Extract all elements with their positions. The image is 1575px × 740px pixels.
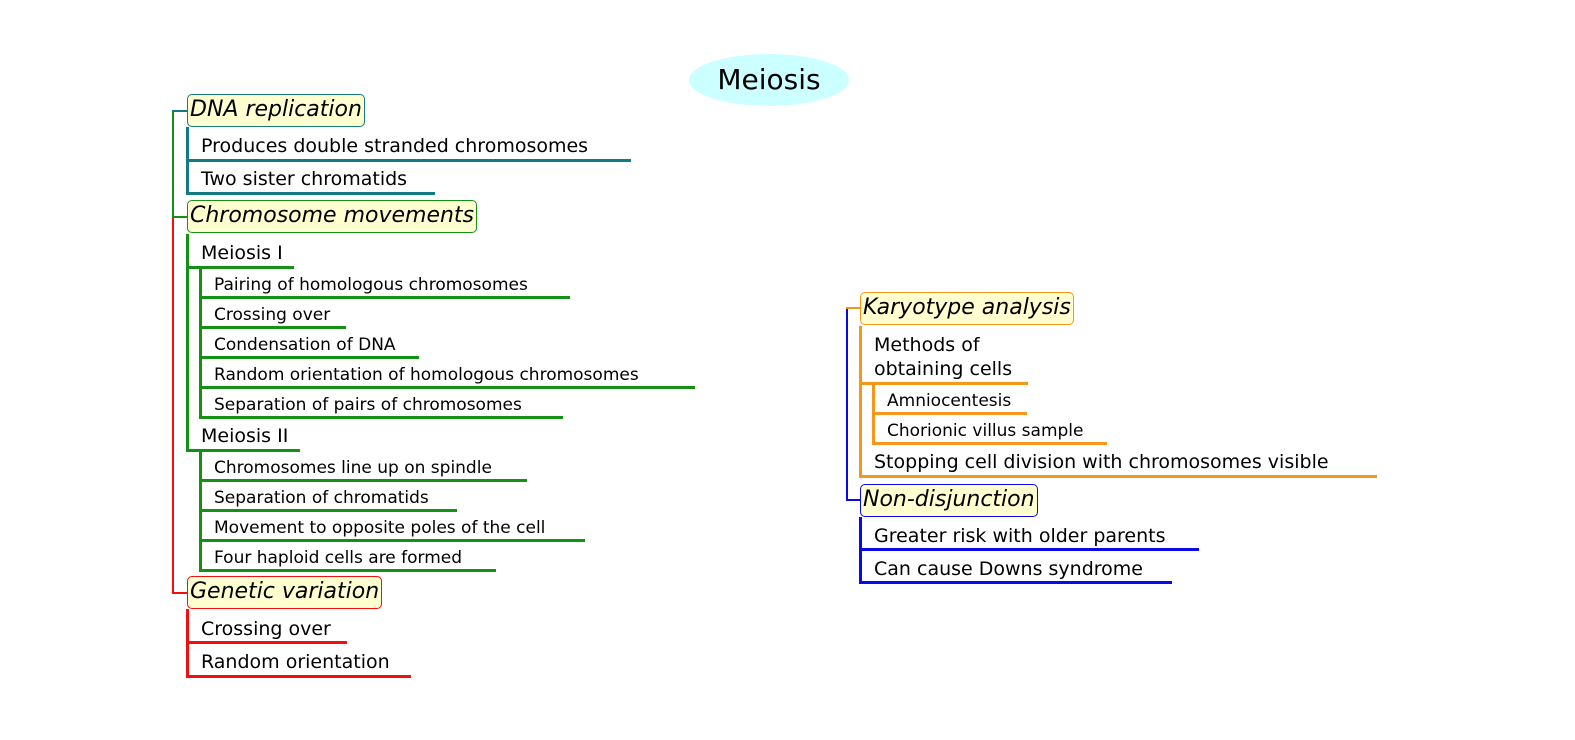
underline [859, 581, 1172, 584]
underline [872, 412, 1027, 415]
underline [199, 296, 570, 299]
connector [846, 499, 860, 501]
node-gv-random-orientation[interactable]: Random orientation [201, 651, 390, 673]
node-produces-double-stranded[interactable]: Produces double stranded chromosomes [201, 135, 589, 157]
node-pairing[interactable]: Pairing of homologous chromosomes [214, 275, 528, 295]
underline [186, 192, 435, 195]
node-meiosis-2[interactable]: Meiosis II [201, 425, 289, 447]
node-downs-syndrome[interactable]: Can cause Downs syndrome [874, 558, 1143, 580]
underline [186, 159, 631, 162]
node-separation-chromatids[interactable]: Separation of chromatids [214, 488, 429, 508]
underline [199, 326, 346, 329]
topic-karyotype-analysis[interactable]: Karyotype analysis [860, 292, 1074, 325]
connector [859, 326, 862, 477]
node-four-haploid[interactable]: Four haploid cells are formed [214, 548, 463, 568]
node-meiosis-1[interactable]: Meiosis I [201, 242, 283, 264]
connector [846, 308, 848, 501]
node-line-up-spindle[interactable]: Chromosomes line up on spindle [214, 458, 492, 478]
underline [199, 479, 527, 482]
node-separation-of-pairs[interactable]: Separation of pairs of chromosomes [214, 395, 522, 415]
connector [172, 216, 174, 594]
underline [199, 356, 419, 359]
node-methods-line2[interactable]: obtaining cells [874, 358, 1013, 380]
connector [172, 592, 187, 594]
underline [859, 475, 1377, 478]
underline [186, 641, 347, 644]
underline [186, 675, 411, 678]
underline [872, 442, 1107, 445]
node-movement-poles[interactable]: Movement to opposite poles of the cell [214, 518, 546, 538]
connector [172, 110, 187, 112]
node-stopping-cell-division[interactable]: Stopping cell division with chromosomes … [874, 451, 1329, 473]
node-gv-crossing-over[interactable]: Crossing over [201, 618, 331, 640]
node-amniocentesis[interactable]: Amniocentesis [887, 391, 1012, 411]
node-two-sister-chromatids[interactable]: Two sister chromatids [201, 168, 408, 190]
node-methods-line1[interactable]: Methods of [874, 334, 980, 356]
connector [199, 266, 202, 418]
connector [172, 216, 187, 218]
underline [199, 386, 695, 389]
underline [199, 509, 457, 512]
connector [846, 307, 860, 309]
underline [199, 539, 585, 542]
topic-genetic-variation[interactable]: Genetic variation [187, 576, 383, 609]
topic-dna-replication[interactable]: DNA replication [187, 94, 365, 127]
underline [199, 569, 496, 572]
connector [172, 110, 174, 217]
node-crossing-over[interactable]: Crossing over [214, 305, 331, 325]
node-chorionic-villus[interactable]: Chorionic villus sample [887, 421, 1084, 441]
connector [186, 234, 189, 451]
underline [859, 548, 1199, 551]
underline [199, 416, 563, 419]
node-greater-risk[interactable]: Greater risk with older parents [874, 525, 1166, 547]
root-node-meiosis[interactable]: Meiosis [689, 54, 849, 106]
node-random-orientation[interactable]: Random orientation of homologous chromos… [214, 365, 639, 385]
node-condensation[interactable]: Condensation of DNA [214, 335, 396, 355]
underline [859, 382, 1028, 385]
topic-non-disjunction[interactable]: Non-disjunction [860, 484, 1038, 517]
underline [186, 449, 300, 452]
underline [186, 266, 294, 269]
topic-chromosome-movements[interactable]: Chromosome movements [187, 200, 478, 233]
